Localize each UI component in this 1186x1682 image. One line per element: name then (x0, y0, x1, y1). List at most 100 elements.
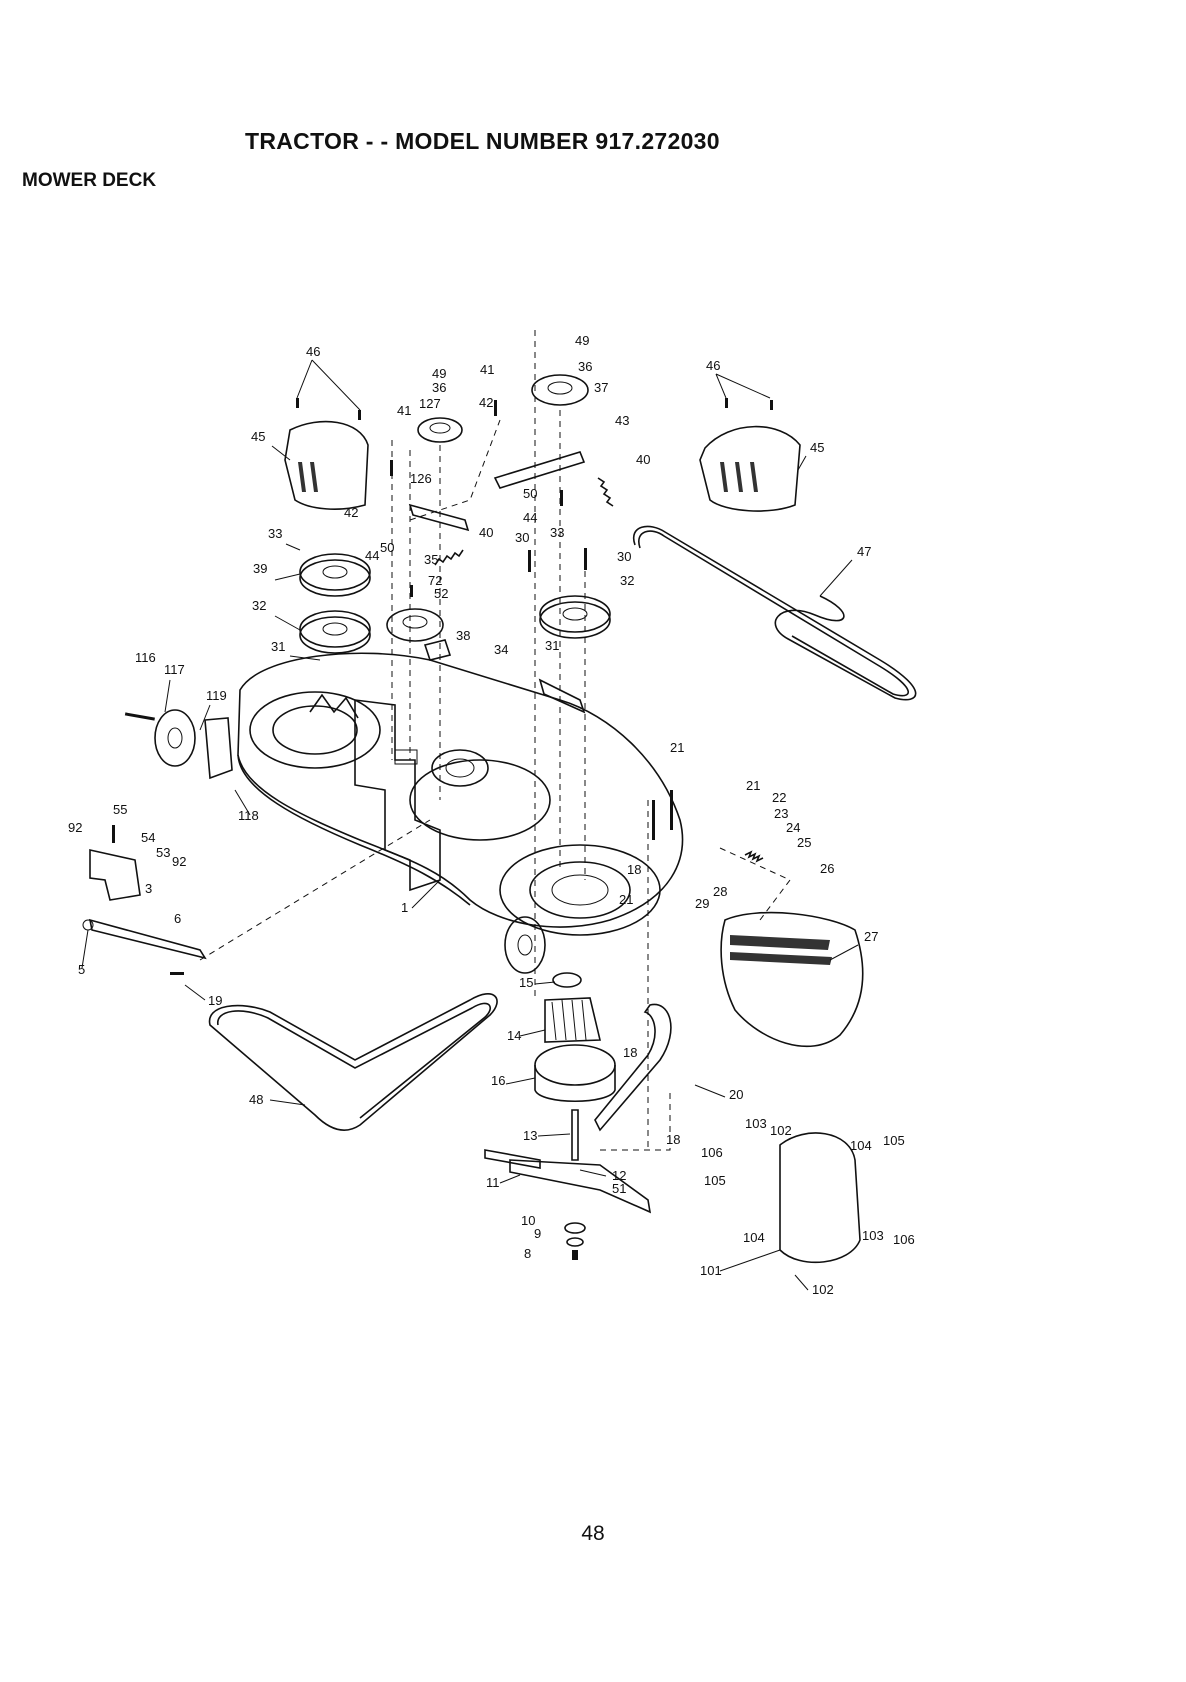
mower-blade (484, 1149, 652, 1260)
callout-1: 1 (401, 900, 408, 915)
callout-37: 37 (594, 380, 608, 395)
callout-43: 43 (615, 413, 629, 428)
callout-21: 21 (619, 892, 633, 907)
bolts (112, 398, 773, 975)
callout-13: 13 (523, 1128, 537, 1143)
callout-20: 20 (729, 1087, 743, 1102)
callout-48: 48 (249, 1092, 263, 1107)
callout-33: 33 (550, 525, 564, 540)
callout-11: 11 (486, 1175, 500, 1190)
callout-116: 116 (135, 650, 156, 665)
callout-47: 47 (857, 544, 871, 559)
callout-46: 46 (306, 344, 320, 359)
callout-10: 10 (521, 1213, 535, 1228)
callout-19: 19 (208, 993, 222, 1008)
mulch-cover (779, 1132, 861, 1264)
callout-5: 5 (78, 962, 85, 977)
callout-26: 26 (820, 861, 834, 876)
callout-18: 18 (666, 1132, 680, 1147)
mower-deck-housing (237, 652, 684, 936)
callout-22: 22 (772, 790, 786, 805)
callout-45: 45 (810, 440, 824, 455)
callout-42: 42 (479, 395, 493, 410)
callout-3: 3 (145, 881, 152, 896)
callout-38: 38 (456, 628, 470, 643)
baffle (594, 1003, 672, 1132)
callout-32: 32 (252, 598, 266, 613)
callout-24: 24 (786, 820, 800, 835)
section-title: MOWER DECK (22, 170, 157, 191)
callout-118: 118 (238, 808, 259, 823)
callout-72: 72 (428, 573, 442, 588)
callout-34: 34 (494, 642, 508, 657)
left-belt-cover (284, 420, 369, 510)
callout-8: 8 (524, 1246, 531, 1261)
spindle-assembly (534, 972, 616, 1161)
page-title: TRACTOR - - MODEL NUMBER 917.272030 (245, 128, 720, 154)
callout-29: 29 (695, 896, 709, 911)
callout-103: 103 (862, 1228, 884, 1243)
page-number: 48 (581, 1522, 605, 1545)
callout-15: 15 (519, 975, 533, 990)
callout-41: 41 (397, 403, 411, 418)
callout-31: 31 (545, 638, 559, 653)
drive-belt-upper (632, 525, 917, 701)
callout-18: 18 (627, 862, 641, 877)
callout-44: 44 (365, 548, 379, 563)
callout-102: 102 (770, 1123, 792, 1138)
callout-12: 12 (612, 1168, 626, 1183)
callout-42: 42 (344, 505, 358, 520)
callout-106: 106 (893, 1232, 915, 1247)
callout-52: 52 (434, 586, 448, 601)
callout-49: 49 (432, 366, 446, 381)
callout-21: 21 (746, 778, 760, 793)
callout-126: 126 (410, 471, 432, 486)
callout-33: 33 (268, 526, 282, 541)
callout-27: 27 (864, 929, 878, 944)
callout-6: 6 (174, 911, 181, 926)
callout-127: 127 (419, 396, 441, 411)
callout-105: 105 (704, 1173, 726, 1188)
callout-14: 14 (507, 1028, 521, 1043)
callout-32: 32 (620, 573, 634, 588)
callout-49: 49 (575, 333, 589, 348)
pulleys (299, 374, 611, 654)
callout-104: 104 (743, 1230, 765, 1245)
idler-arms (408, 451, 586, 714)
callout-44: 44 (523, 510, 537, 525)
callout-39: 39 (253, 561, 267, 576)
callout-103: 103 (745, 1116, 767, 1131)
right-belt-cover (699, 425, 801, 512)
discharge-chute (720, 911, 864, 1048)
callout-92: 92 (68, 820, 82, 835)
callout-16: 16 (491, 1073, 505, 1088)
front-link (82, 849, 207, 960)
callout-54: 54 (141, 830, 155, 845)
callout-105: 105 (883, 1133, 905, 1148)
callout-45: 45 (251, 429, 265, 444)
callout-9: 9 (534, 1226, 541, 1241)
callout-25: 25 (797, 835, 811, 850)
callout-55: 55 (113, 802, 127, 817)
callout-21: 21 (670, 740, 684, 755)
callout-36: 36 (432, 380, 446, 395)
callout-53: 53 (156, 845, 170, 860)
callout-104: 104 (850, 1138, 872, 1153)
assembly-guide-lines (199, 330, 791, 1151)
callout-92: 92 (172, 854, 186, 869)
callout-23: 23 (774, 806, 788, 821)
callout-106: 106 (701, 1145, 723, 1160)
callout-101: 101 (700, 1263, 722, 1278)
callout-40: 40 (479, 525, 493, 540)
callout-50: 50 (523, 486, 537, 501)
callout-28: 28 (713, 884, 727, 899)
callout-51: 51 (612, 1181, 626, 1196)
leader-lines (81, 359, 859, 1291)
callout-50: 50 (380, 540, 394, 555)
callout-30: 30 (515, 530, 529, 545)
callout-18: 18 (623, 1045, 637, 1060)
callout-41: 41 (480, 362, 494, 377)
callout-46: 46 (706, 358, 720, 373)
callout-40: 40 (636, 452, 650, 467)
